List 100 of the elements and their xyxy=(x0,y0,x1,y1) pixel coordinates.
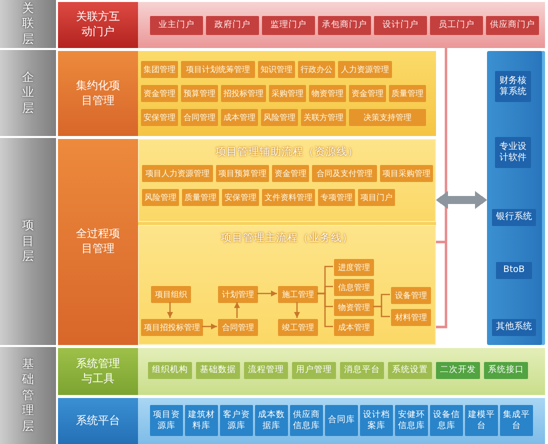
arrow xyxy=(257,290,277,296)
module-box: 集成平台 xyxy=(500,405,533,436)
module-box: 供应商信息库 xyxy=(290,405,323,436)
module-box: 项目人力资源管理 xyxy=(142,165,213,182)
module-box: 质量管理 xyxy=(389,85,426,102)
process-box: 施工管理 xyxy=(278,286,318,303)
module-box: 系统接口 xyxy=(484,362,528,379)
system-box: 财务核算系统 xyxy=(495,71,531,102)
module-box: 风险管理 xyxy=(261,109,298,126)
arrow xyxy=(294,302,300,318)
module-box: 项目计划统筹管理 xyxy=(181,61,255,78)
module-box: 流程管理 xyxy=(244,362,288,379)
module-box: 预算管理 xyxy=(181,85,218,102)
module-box: 安保管理 xyxy=(222,189,259,206)
module-box: 资金管理 xyxy=(141,85,178,102)
module-box: 合同及支付管理 xyxy=(312,165,377,182)
module-box: 质量管理 xyxy=(182,189,219,206)
process-box: 进度管理 xyxy=(334,259,374,276)
section-heading: 关联方互动门户 xyxy=(58,2,138,48)
module-box: 合同库 xyxy=(325,405,358,436)
layer-panel xyxy=(58,51,436,136)
process-box: 计划管理 xyxy=(218,286,258,303)
layer-label: 基础管理层 xyxy=(0,347,56,444)
module-box: 承包商门户 xyxy=(318,16,371,35)
module-box: 招投标管理 xyxy=(221,85,266,102)
module-box: 项目预算管理 xyxy=(216,165,269,182)
arrow xyxy=(234,302,240,318)
module-box: 集团管理 xyxy=(141,61,178,78)
module-box: 合同管理 xyxy=(181,109,218,126)
layer-panel xyxy=(58,348,545,395)
system-box: BtoB xyxy=(496,262,532,279)
external-systems-panel xyxy=(487,51,545,345)
panel-title: 项目管理辅助流程（资源线） xyxy=(216,146,358,159)
module-box: 二次开发 xyxy=(436,362,480,379)
process-box: 成本管理 xyxy=(334,319,374,336)
process-box: 信息管理 xyxy=(334,279,374,296)
module-box: 业主门户 xyxy=(150,16,203,35)
section-heading: 系统管理与工具 xyxy=(58,348,138,395)
module-box: 系统设置 xyxy=(388,362,432,379)
process-box: 项目组织 xyxy=(151,286,191,303)
system-box: 银行系统 xyxy=(492,209,536,226)
module-box: 监理门户 xyxy=(262,16,315,35)
layer-label: 企业层 xyxy=(0,50,56,136)
module-box: 设备信息库 xyxy=(430,405,463,436)
module-box: 建筑材料库 xyxy=(185,405,218,436)
module-box: 设计档案库 xyxy=(360,405,393,436)
section-heading: 系统平台 xyxy=(58,398,138,444)
module-box: 安健环信息库 xyxy=(395,405,428,436)
module-box: 知识管理 xyxy=(258,61,295,78)
module-box: 安保管理 xyxy=(141,109,178,126)
module-box: 资金管理 xyxy=(272,165,309,182)
module-box: 建模平台 xyxy=(465,405,498,436)
connector-line xyxy=(317,292,333,328)
connector-line xyxy=(373,306,390,318)
module-box: 资金管理 xyxy=(349,85,386,102)
module-box: 客户资源库 xyxy=(220,405,253,436)
module-box: 组织机构 xyxy=(148,362,192,379)
module-box: 供应商门户 xyxy=(486,16,539,35)
module-box: 员工门户 xyxy=(430,16,483,35)
module-box: 政府门户 xyxy=(206,16,259,35)
module-box: 成本数据库 xyxy=(255,405,288,436)
module-box: 消息平台 xyxy=(340,362,384,379)
process-panel xyxy=(138,225,436,345)
layer-label: 关联层 xyxy=(0,0,56,48)
module-box: 采购管理 xyxy=(269,85,306,102)
layer-label: 项目层 xyxy=(0,138,56,345)
layer-panel xyxy=(58,139,436,345)
module-box: 关联方管理 xyxy=(301,109,346,126)
process-box: 物资管理 xyxy=(334,299,374,316)
module-box: 成本管理 xyxy=(221,109,258,126)
module-box: 文件资料管理 xyxy=(262,189,315,206)
process-box: 设备管理 xyxy=(391,287,431,304)
module-box: 人力资源管理 xyxy=(338,61,392,78)
module-box: 专项管理 xyxy=(318,189,355,206)
process-box: 合同管理 xyxy=(218,319,258,336)
module-box: 行政办公 xyxy=(298,61,335,78)
process-box: 项目招投标管理 xyxy=(141,319,203,336)
module-box: 基础数据 xyxy=(196,362,240,379)
module-box: 风险管理 xyxy=(142,189,179,206)
module-box: 用户管理 xyxy=(292,362,336,379)
double-arrow xyxy=(436,191,487,209)
arrow xyxy=(167,302,173,318)
layer-panel xyxy=(58,2,545,48)
process-box: 竣工管理 xyxy=(278,319,318,336)
module-box: 项目采购管理 xyxy=(380,165,433,182)
section-heading: 集约化项目管理 xyxy=(58,51,138,136)
process-panel xyxy=(138,139,436,222)
system-box: 其他系统 xyxy=(492,319,536,336)
section-heading: 全过程项目管理 xyxy=(58,139,138,345)
module-box: 项目门户 xyxy=(358,189,395,206)
layer-panel xyxy=(58,398,545,444)
module-box: 决策支持管理 xyxy=(349,109,426,126)
module-box: 项目资源库 xyxy=(150,405,183,436)
system-box: 专业设计软件 xyxy=(495,137,531,168)
module-box: 物资管理 xyxy=(309,85,346,102)
connector-line xyxy=(434,46,448,328)
process-box: 材料管理 xyxy=(391,309,431,326)
panel-title: 项目管理主流程（业务线） xyxy=(221,232,353,245)
module-box: 设计门户 xyxy=(374,16,427,35)
arrow xyxy=(202,324,217,330)
